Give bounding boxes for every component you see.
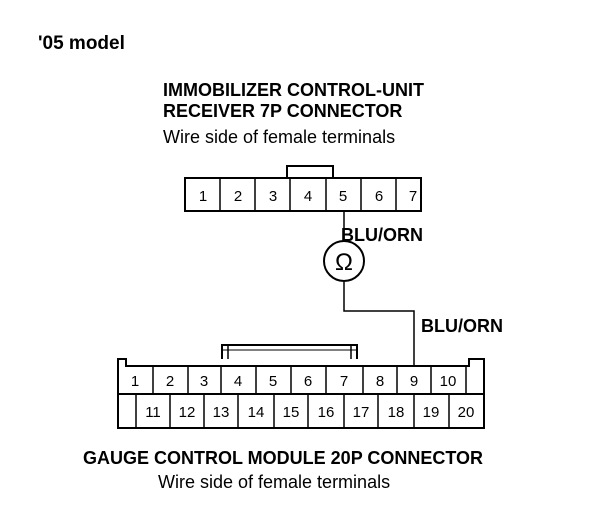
gauge-bottom-row-dividers <box>135 394 450 428</box>
gauge-pin: 11 <box>145 404 161 421</box>
gauge-pin: 19 <box>423 404 440 421</box>
immobilizer-pin: 7 <box>409 188 417 205</box>
gauge-pin: 14 <box>248 404 265 421</box>
gauge-pin: 18 <box>388 404 405 421</box>
immobilizer-title-line1: IMMOBILIZER CONTROL-UNIT <box>163 80 424 100</box>
ohm-symbol: Ω <box>335 249 353 276</box>
gauge-pin: 8 <box>376 373 384 390</box>
wire-color-label-lower: BLU/ORN <box>421 316 503 336</box>
immobilizer-pin: 5 <box>339 188 347 205</box>
gauge-subtitle: Wire side of female terminals <box>158 472 391 492</box>
gauge-pin: 20 <box>458 404 475 421</box>
gauge-pin: 1 <box>131 373 139 390</box>
gauge-pin: 3 <box>200 373 208 390</box>
gauge-pin: 7 <box>340 373 348 390</box>
gauge-pin: 4 <box>234 373 242 390</box>
gauge-pin: 2 <box>166 373 174 390</box>
immobilizer-pin: 6 <box>375 188 383 205</box>
immobilizer-title-line2: RECEIVER 7P CONNECTOR <box>163 101 403 121</box>
model-label: '05 model <box>38 33 125 54</box>
immobilizer-pin: 1 <box>199 188 207 205</box>
gauge-pin: 15 <box>283 404 300 421</box>
gauge-pin: 5 <box>269 373 277 390</box>
immobilizer-pin: 2 <box>234 188 242 205</box>
gauge-locking-latch <box>221 344 358 359</box>
ohmmeter-icon: Ω <box>323 240 365 282</box>
immobilizer-locking-tab <box>286 165 334 178</box>
gauge-20p-connector: 1 2 3 4 5 6 7 8 9 10 11 12 13 14 15 16 1… <box>117 344 485 429</box>
probe-wire-lower <box>343 282 415 370</box>
gauge-pin: 13 <box>213 404 230 421</box>
immobilizer-pin-dividers <box>219 178 397 211</box>
gauge-pin: 12 <box>179 404 196 421</box>
gauge-pin: 6 <box>304 373 312 390</box>
immobilizer-7p-connector: 1 2 3 4 5 6 7 <box>184 165 422 212</box>
immobilizer-pin: 4 <box>304 188 312 205</box>
immobilizer-subtitle: Wire side of female terminals <box>163 127 396 147</box>
gauge-title: GAUGE CONTROL MODULE 20P CONNECTOR <box>83 448 484 468</box>
gauge-pin: 10 <box>440 373 457 390</box>
gauge-pin: 16 <box>318 404 335 421</box>
immobilizer-connector-body <box>184 177 422 212</box>
gauge-pin: 17 <box>353 404 370 421</box>
wire-color-label-upper: BLU/ORN <box>341 225 423 245</box>
gauge-pin: 9 <box>410 373 418 390</box>
immobilizer-pin: 3 <box>269 188 277 205</box>
gauge-top-row-dividers <box>152 366 467 394</box>
